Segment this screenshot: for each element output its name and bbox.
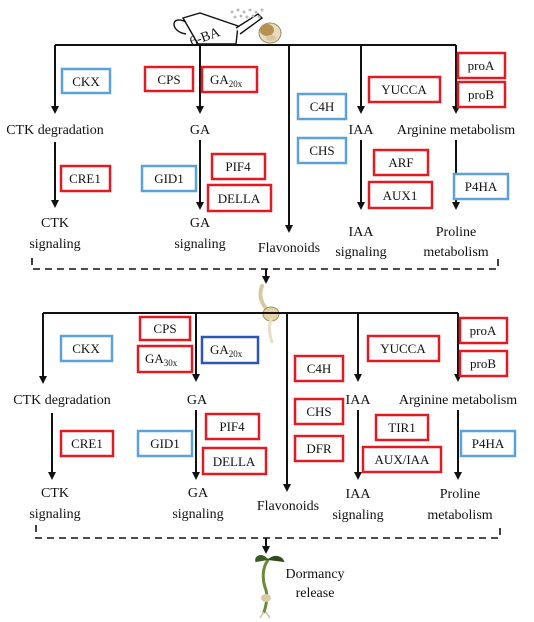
svg-text:GID1: GID1 xyxy=(150,436,180,451)
svg-text:proA: proA xyxy=(468,58,495,73)
watering-can-icon: 6-BA xyxy=(173,8,264,50)
seed-icon xyxy=(258,22,282,44)
label-iaa-signaling-2: signaling xyxy=(335,245,386,260)
svg-text:GID1: GID1 xyxy=(154,171,184,186)
svg-text:CHS: CHS xyxy=(306,404,331,419)
svg-text:CHS: CHS xyxy=(309,143,334,158)
gene-box-c4h-2: C4H xyxy=(293,354,345,383)
seedling-icon xyxy=(255,555,285,619)
gene-box-proa: proA xyxy=(456,51,507,80)
outcome-line-1: Dormancy xyxy=(285,567,344,582)
svg-text:YUCCA: YUCCA xyxy=(380,341,426,356)
gene-box-ckx: CKX xyxy=(60,67,112,95)
svg-text:CRE1: CRE1 xyxy=(69,171,101,186)
gene-box-gid1-2: GID1 xyxy=(136,429,194,458)
label-proline-2b: metabolism xyxy=(427,508,492,523)
gene-box-cre1: CRE1 xyxy=(59,164,112,193)
svg-text:YUCCA: YUCCA xyxy=(381,82,427,97)
label-iaa-signaling-2b: signaling xyxy=(332,508,383,523)
svg-text:TIR1: TIR1 xyxy=(388,420,415,435)
label-ga-signaling-2a: GA xyxy=(188,486,209,501)
svg-text:CPS: CPS xyxy=(157,72,180,87)
svg-text:C4H: C4H xyxy=(307,361,332,376)
gene-box-p4ha: P4HA xyxy=(452,172,510,201)
svg-text:GA30x: GA30x xyxy=(145,351,178,368)
svg-text:proB: proB xyxy=(470,356,496,371)
svg-text:AUX/IAA: AUX/IAA xyxy=(375,452,430,467)
label-iaa-2: IAA xyxy=(346,393,372,408)
svg-text:proA: proA xyxy=(470,323,497,338)
label-proline-2: metabolism xyxy=(423,245,488,260)
label-flavonoids: Flavonoids xyxy=(258,241,320,256)
label-ctk-degradation-2: CTK degradation xyxy=(13,393,111,408)
label-ctk-signaling-2b: signaling xyxy=(29,507,80,522)
gene-box-yucca: YUCCA xyxy=(367,75,442,104)
svg-text:ARF: ARF xyxy=(388,155,413,170)
gene-box-c4h: C4H xyxy=(296,92,348,121)
gene-box-ga30x: GA30x xyxy=(136,344,194,374)
gene-box-auxiaa: AUX/IAA xyxy=(361,445,443,474)
label-ga-signaling-1: GA xyxy=(190,216,211,231)
gene-box-chs: CHS xyxy=(296,136,348,165)
svg-text:PIF4: PIF4 xyxy=(225,159,251,174)
label-ctk-signaling-2: signaling xyxy=(29,237,80,252)
gene-box-ga20x-2: GA20x xyxy=(200,335,260,365)
gene-box-dfr: DFR xyxy=(293,434,345,463)
gene-box-p4ha-2: P4HA xyxy=(459,429,517,458)
label-arginine: Arginine metabolism xyxy=(397,123,515,138)
svg-text:CPS: CPS xyxy=(153,321,176,336)
svg-text:DELLA: DELLA xyxy=(218,191,261,206)
label-proline-2a: Proline xyxy=(440,487,480,502)
label-ga-signaling-2: signaling xyxy=(174,237,225,252)
gene-box-ckx-2: CKX xyxy=(59,334,114,363)
svg-text:P4HA: P4HA xyxy=(465,179,498,194)
gene-box-cre1-2: CRE1 xyxy=(59,429,115,458)
label-flavonoids-2: Flavonoids xyxy=(257,499,319,514)
svg-text:GA20x: GA20x xyxy=(210,342,243,359)
svg-text:CKX: CKX xyxy=(72,74,100,89)
gene-box-gid1: GID1 xyxy=(140,164,198,193)
label-iaa: IAA xyxy=(349,123,375,138)
label-ga: GA xyxy=(190,123,211,138)
panel-1: CTK degradation CTK signaling GA GA sign… xyxy=(6,44,515,284)
label-iaa-signaling-2a: IAA xyxy=(346,487,372,502)
svg-text:DELLA: DELLA xyxy=(213,454,256,469)
label-arginine-2: Arginine metabolism xyxy=(399,393,517,408)
gene-box-cps-2: CPS xyxy=(138,315,192,342)
label-ctk-signaling-1: CTK xyxy=(41,216,69,231)
germinating-seed-icon xyxy=(258,284,280,344)
label-proline-1: Proline xyxy=(436,225,476,240)
label-ga-signaling-2b: signaling xyxy=(172,507,223,522)
gene-box-cps: CPS xyxy=(143,65,195,93)
gene-box-tir1: TIR1 xyxy=(374,413,430,442)
gene-box-della: DELLA xyxy=(206,183,273,213)
gene-box-arf: ARF xyxy=(372,148,430,177)
svg-text:PIF4: PIF4 xyxy=(219,419,245,434)
gene-box-chs-2: CHS xyxy=(293,397,345,426)
label-ctk-degradation: CTK degradation xyxy=(6,123,104,138)
gene-box-prob-2: proB xyxy=(458,349,509,378)
svg-text:GA20x: GA20x xyxy=(210,72,243,89)
gene-box-yucca-2: YUCCA xyxy=(366,334,441,363)
label-ga-2: GA xyxy=(187,393,208,408)
svg-text:CKX: CKX xyxy=(72,341,100,356)
gene-box-pif4: PIF4 xyxy=(210,152,267,181)
label-iaa-signaling-1: IAA xyxy=(349,225,375,240)
svg-text:C4H: C4H xyxy=(310,99,335,114)
svg-text:proB: proB xyxy=(468,87,494,102)
gene-box-aux1: AUX1 xyxy=(367,180,434,210)
gene-box-pif4-2: PIF4 xyxy=(204,412,261,441)
gene-box-ga20x: GA20x xyxy=(200,65,259,94)
gene-box-proa-2: proA xyxy=(458,316,509,345)
outcome-line-2: release xyxy=(296,586,335,601)
panel-2: CTK degradation CTK signaling GA GA sign… xyxy=(13,312,517,554)
svg-text:AUX1: AUX1 xyxy=(383,188,418,203)
svg-text:P4HA: P4HA xyxy=(472,436,505,451)
gene-box-della-2: DELLA xyxy=(201,446,268,476)
svg-text:DFR: DFR xyxy=(306,441,332,456)
svg-text:CRE1: CRE1 xyxy=(71,436,103,451)
gene-box-prob: proB xyxy=(456,80,507,109)
label-ctk-signaling-2a: CTK xyxy=(41,486,69,501)
